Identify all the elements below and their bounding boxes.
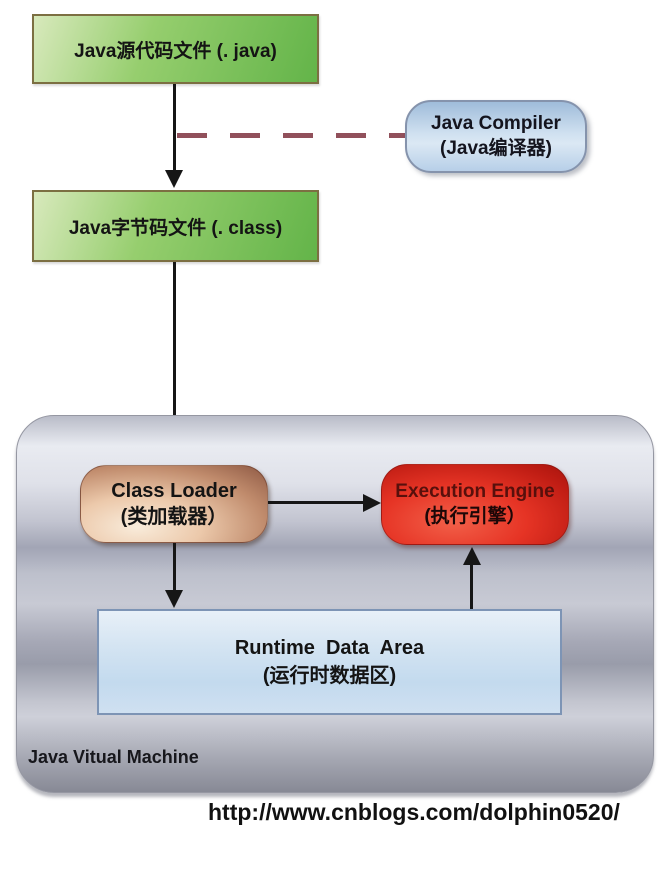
jvm-label: Java Vitual Machine (28, 747, 199, 767)
arrow-line (470, 563, 473, 609)
execution-engine-name: Execution Engine (395, 480, 555, 502)
class-loader-box: Class Loader (类加载器） (80, 465, 268, 543)
runtime-data-area-name-cn: (运行时数据区) (262, 665, 397, 687)
arrow-head-down-icon (165, 170, 183, 188)
source-url: http://www.cnblogs.com/dolphin0520/ (208, 799, 620, 825)
class-loader-name-cn: (类加载器） (120, 506, 228, 528)
arrow-line (173, 84, 176, 172)
bytecode-file-label: Java字节码文件 (. class) (68, 217, 283, 239)
compiler-name-cn: (Java编译器) (440, 137, 552, 159)
compiler-dashed-connector (177, 133, 405, 138)
arrow-head-right-icon (363, 494, 381, 512)
source-file-box: Java源代码文件 (. java) (32, 14, 319, 84)
execution-engine-box: Execution Engine (执行引擎） (381, 464, 569, 545)
class-loader-name: Class Loader (111, 480, 237, 502)
source-file-label: Java源代码文件 (. java) (74, 40, 277, 62)
arrow-line (173, 543, 176, 592)
execution-engine-name-cn: (执行引擎） (424, 505, 526, 527)
bytecode-file-box: Java字节码文件 (. class) (32, 190, 319, 262)
runtime-data-area-box: Runtime Data Area (运行时数据区) (97, 609, 562, 715)
arrow-line (173, 262, 176, 442)
arrow-line (268, 501, 366, 504)
arrow-head-up-icon (463, 547, 481, 565)
arrow-head-down-icon (165, 590, 183, 608)
runtime-data-area-name: Runtime Data Area (234, 637, 425, 659)
compiler-name: Java Compiler (431, 112, 561, 134)
compiler-box: Java Compiler (Java编译器) (405, 100, 587, 173)
